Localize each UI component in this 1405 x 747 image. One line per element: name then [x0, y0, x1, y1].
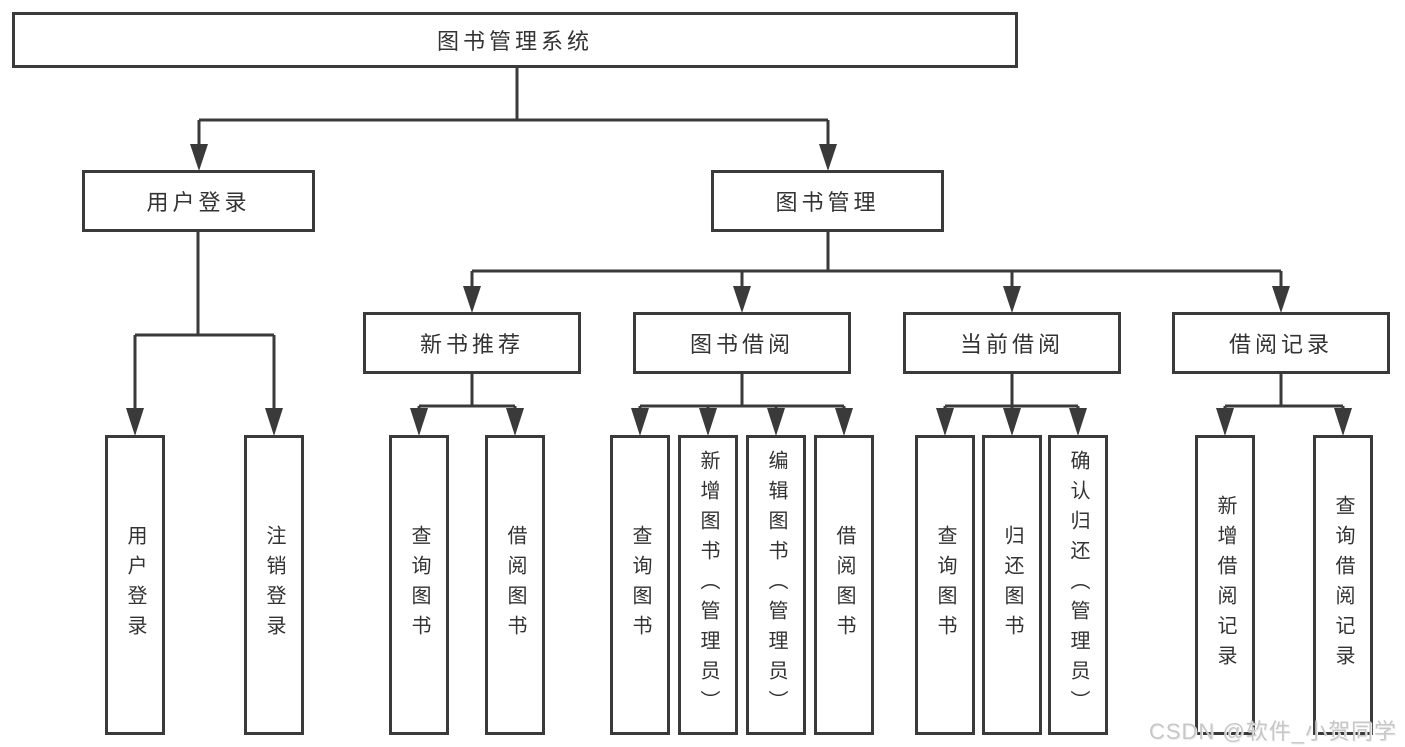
node-user-login: 用户登录 — [82, 170, 315, 232]
leaf-borrow-books-borrowing: 借阅图书 — [814, 435, 874, 735]
node-book-borrowing: 图书借阅 — [633, 312, 851, 374]
leaf-add-books-admin: 新增图书（管理员） — [678, 435, 738, 735]
connector-current-borrowing-to-leaves — [936, 374, 1087, 436]
leaf-query-borrow-record: 查询借阅记录 — [1313, 435, 1373, 735]
leaf-query-books-recommend: 查询图书 — [389, 435, 449, 735]
leaf-query-books-borrowing: 查询图书 — [610, 435, 670, 735]
connector-root-to-level2 — [190, 67, 837, 171]
leaf-query-books-current-label: 查询图书 — [934, 525, 956, 645]
connector-new-book-to-leaves — [410, 374, 524, 436]
leaf-return-books: 归还图书 — [982, 435, 1042, 735]
node-borrowing-records: 借阅记录 — [1172, 312, 1390, 374]
leaf-logout: 注销登录 — [244, 435, 304, 735]
leaf-query-books-borrowing-label: 查询图书 — [629, 525, 651, 645]
node-current-borrowing: 当前借阅 — [903, 312, 1121, 374]
leaf-user-login-label: 用户登录 — [124, 525, 146, 645]
leaf-add-borrow-record-label: 新增借阅记录 — [1214, 495, 1236, 675]
leaf-add-borrow-record: 新增借阅记录 — [1195, 435, 1255, 735]
connector-user-login-to-leaves — [126, 232, 283, 436]
leaf-query-books-recommend-label: 查询图书 — [408, 525, 430, 645]
leaf-confirm-return-admin-label: 确认归还（管理员） — [1067, 450, 1089, 720]
leaf-user-login: 用户登录 — [105, 435, 165, 735]
connector-borrowing-records-to-leaves — [1216, 374, 1352, 436]
leaf-return-books-label: 归还图书 — [1001, 525, 1023, 645]
node-new-book-recommendation: 新书推荐 — [363, 312, 581, 374]
node-book-management: 图书管理 — [711, 170, 944, 232]
leaf-edit-books-admin-label: 编辑图书（管理员） — [765, 450, 787, 720]
leaf-query-books-current: 查询图书 — [915, 435, 975, 735]
csdn-watermark: CSDN @软件_小贺同学 — [1148, 719, 1397, 744]
leaf-confirm-return-admin: 确认归还（管理员） — [1048, 435, 1108, 735]
leaf-add-books-admin-label: 新增图书（管理员） — [697, 450, 719, 720]
leaf-borrow-books-recommend-label: 借阅图书 — [504, 525, 526, 645]
leaf-edit-books-admin: 编辑图书（管理员） — [746, 435, 806, 735]
leaf-borrow-books-borrowing-label: 借阅图书 — [833, 525, 855, 645]
node-book-management-system: 图书管理系统 — [12, 12, 1018, 68]
leaf-query-borrow-record-label: 查询借阅记录 — [1332, 495, 1354, 675]
leaf-logout-label: 注销登录 — [263, 525, 285, 645]
connector-book-borrowing-to-leaves — [631, 374, 853, 436]
leaf-borrow-books-recommend: 借阅图书 — [485, 435, 545, 735]
connector-book-management-to-level3 — [463, 232, 1290, 313]
